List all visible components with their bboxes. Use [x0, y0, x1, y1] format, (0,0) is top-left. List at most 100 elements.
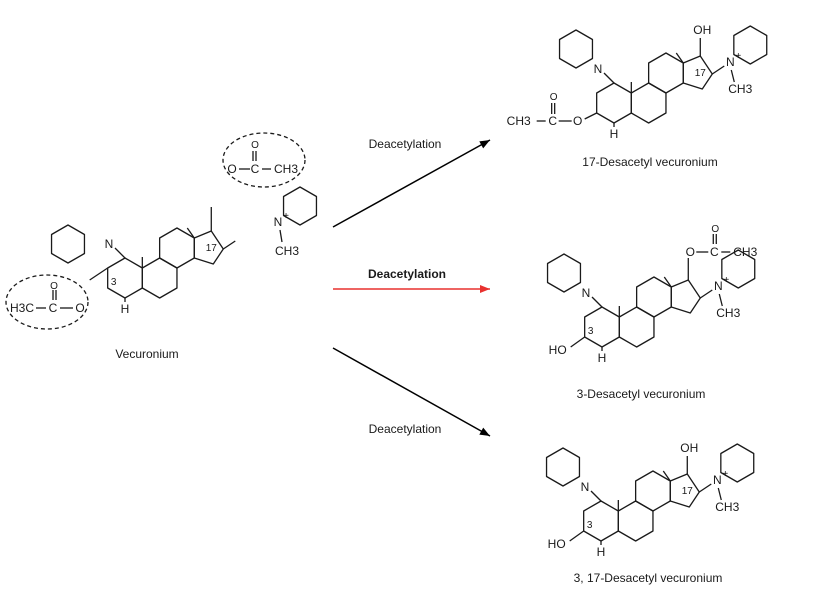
- c-atom: C: [710, 245, 719, 259]
- o-atom: O: [573, 114, 582, 128]
- product-17-name: 17-Desacetyl vecuronium: [582, 155, 717, 169]
- methyl-label: CH3: [274, 162, 298, 176]
- methyl-bond: [662, 470, 671, 482]
- bond-o: [570, 336, 586, 348]
- ring-c: [635, 276, 672, 318]
- n-methyl-label: CH3: [275, 244, 299, 258]
- methyl-bond: [717, 487, 722, 501]
- position-17-label: 17: [206, 243, 218, 254]
- bond-n: [222, 240, 236, 250]
- h-label: H: [121, 302, 130, 316]
- piperidinium-ring: [733, 25, 768, 65]
- ring-b: [141, 257, 178, 299]
- piperidinium-ring: [282, 186, 318, 226]
- bond-o: [584, 112, 597, 120]
- ring-d: [682, 55, 713, 90]
- position-3-label: 3: [588, 326, 594, 337]
- o-atom: O: [75, 301, 84, 315]
- acetate-17-highlight: [222, 132, 306, 188]
- bond-n: [114, 247, 126, 259]
- product-3-17-name: 3, 17-Desacetyl vecuronium: [574, 571, 723, 585]
- ring-c: [634, 470, 671, 512]
- piperidine-ring-2: [50, 224, 86, 264]
- reaction-arrow-1: Deacetylation: [332, 137, 491, 228]
- h-label: H: [598, 351, 607, 365]
- ring-d: [670, 279, 701, 314]
- position-17-label: 17: [695, 68, 707, 79]
- arrow-label: Deacetylation: [369, 422, 442, 436]
- o-atom: O: [227, 162, 236, 176]
- c-atom: C: [548, 114, 557, 128]
- methyl-label: H3C: [10, 301, 34, 315]
- bond-n: [698, 483, 712, 493]
- n-atom: N: [582, 286, 591, 300]
- bond-o: [89, 267, 109, 281]
- methyl-bond: [730, 69, 735, 83]
- piperidine-ring-2: [546, 253, 582, 293]
- bond-n: [603, 72, 615, 84]
- hydroxyl-17: OH: [680, 441, 698, 455]
- ring-a: [596, 82, 632, 124]
- arrow-shaft: [332, 347, 491, 437]
- arrow-head: [480, 285, 490, 293]
- arrow-head: [479, 427, 490, 436]
- arrow-head: [479, 140, 490, 149]
- acetate-3-highlight: [5, 274, 89, 330]
- methyl-bond: [675, 52, 684, 64]
- n-methyl-label: CH3: [728, 82, 752, 96]
- c-atom: C: [251, 162, 260, 176]
- o-atom: O: [686, 245, 695, 259]
- ring-b: [630, 82, 667, 124]
- bond-n: [699, 289, 713, 299]
- h-label: H: [597, 545, 606, 559]
- carbonyl-o: O: [711, 224, 719, 235]
- n-atom: N: [594, 62, 603, 76]
- position-3-label: 3: [111, 277, 117, 288]
- arrow-shaft: [332, 139, 491, 228]
- piperidinium-ring: [721, 249, 756, 289]
- carbonyl-o: O: [50, 281, 58, 292]
- bond-n: [711, 65, 725, 75]
- ring-d: [669, 473, 700, 508]
- position-17-label: 17: [682, 486, 694, 497]
- bond-n: [590, 490, 602, 502]
- vecuronium-name: Vecuronium: [115, 347, 178, 361]
- bond-n: [591, 296, 603, 308]
- methyl-label: CH3: [733, 245, 757, 259]
- methyl-bond: [718, 293, 723, 307]
- n-methyl-label: CH3: [716, 306, 740, 320]
- product-3-name: 3-Desacetyl vecuronium: [577, 387, 706, 401]
- carbonyl-o: O: [251, 140, 259, 151]
- piperidine-ring-2: [558, 29, 594, 69]
- methyl-bond: [279, 229, 283, 243]
- hydroxyl-3: HO: [548, 537, 566, 551]
- h-label: H: [610, 127, 619, 141]
- reaction-arrow-2: Deacetylation: [333, 267, 490, 293]
- n-atom: N: [105, 237, 114, 251]
- n-plus-atom: N: [713, 473, 722, 487]
- piperidinium-ring: [720, 443, 755, 483]
- ring-d: [193, 230, 224, 265]
- bond-o: [569, 530, 585, 542]
- n-plus-atom: N: [726, 55, 735, 69]
- n-plus-atom: N: [274, 215, 283, 229]
- ring-b: [617, 500, 654, 542]
- arrow-label: Deacetylation: [369, 137, 442, 151]
- n-plus-atom: N: [714, 279, 723, 293]
- hydroxyl-17: OH: [693, 23, 711, 37]
- n-atom: N: [581, 480, 590, 494]
- methyl-bond: [186, 227, 195, 239]
- reaction-arrow-3: Deacetylation: [332, 347, 491, 437]
- ring-c: [158, 227, 195, 269]
- arrow-label: Deacetylation: [368, 267, 446, 281]
- n-methyl-label: CH3: [715, 500, 739, 514]
- position-3-label: 3: [587, 520, 593, 531]
- methyl-label: CH3: [507, 114, 531, 128]
- ring-c: [647, 52, 684, 94]
- hydroxyl-3: HO: [549, 343, 567, 357]
